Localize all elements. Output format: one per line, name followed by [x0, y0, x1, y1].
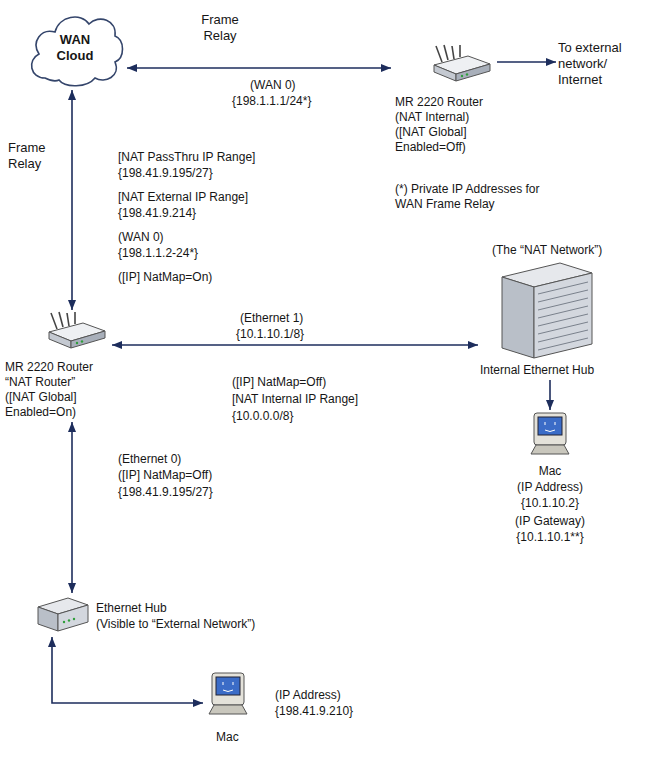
annotation-label: (WAN 0) [118, 230, 164, 245]
link-arrow [112, 344, 478, 346]
mac-computer: (IP Address){198.41.9.210} Mac [205, 672, 354, 745]
annotation-label: {198.41.9.214} [118, 206, 196, 221]
node-text: MR 2220 Router [395, 95, 483, 110]
node-text: Ethernet Hub [96, 601, 167, 616]
node-text: (Visible to “External Network”) [96, 617, 255, 632]
annotation-label: {198.1.1.1/24*} [232, 94, 311, 109]
annotation-label: {10.0.0.0/8} [232, 409, 293, 424]
cloud-outline [32, 17, 123, 86]
wan-cloud: WAN Cloud [25, 8, 125, 88]
node-text: Mac [216, 730, 239, 745]
node-text: “NAT Router” [5, 375, 75, 390]
node-text: (IP Address) [505, 480, 595, 495]
node-text: (IP Address) [275, 688, 341, 703]
mac-icon [209, 673, 247, 714]
annotation-label: {198.41.9.195/27} [118, 166, 213, 181]
annotation-label: (Ethernet 1) [240, 311, 303, 326]
link-arrow [497, 61, 556, 63]
annotation-label: [NAT External IP Range] [118, 190, 248, 205]
internal-hub: (The “NAT Network”) Internal Ethernet Hub [480, 243, 603, 378]
node-text: MR 2220 Router [5, 360, 93, 375]
link-arrow [71, 90, 73, 310]
annotation-label: ([IP] NatMap=Off) [232, 375, 326, 390]
node-text: Mac [505, 464, 595, 479]
node-text: To external network/ Internet [558, 40, 640, 88]
link-arrow [549, 380, 551, 410]
mac-computer: Mac(IP Address){10.1.10.2} (IP Gateway){1… [505, 412, 595, 545]
edge-label: Frame Relay [8, 140, 63, 172]
node-text: WAN Cloud [43, 32, 107, 64]
ethernet-hub: Ethernet Hub(Visible to “External Networ… [38, 595, 256, 635]
annotation-label: [NAT Internal IP Range] [232, 392, 358, 407]
node-text: (IP Gateway) [505, 514, 595, 529]
node-text: (The “NAT Network”) [492, 243, 602, 258]
server-rack-icon [502, 263, 592, 358]
annotation-label: {198.1.1.2-24*} [118, 246, 198, 261]
annotation-label: {10.1.10.1/8} [236, 327, 304, 342]
annotation-label: ([IP] NatMap=On) [118, 270, 212, 285]
edge-label: Frame Relay [190, 12, 250, 44]
router-node: MR 2220 Router“NAT Router”([NAT Global] … [5, 312, 110, 420]
annotation-label: (WAN 0) [250, 78, 296, 93]
mac-icon [531, 413, 569, 454]
annotation-label: ([IP] NatMap=Off) [118, 468, 212, 483]
node-text: (NAT Internal) [395, 110, 469, 125]
annotation-label: (*) Private IP Addresses for WAN Frame R… [395, 182, 540, 212]
link-arrow [127, 67, 391, 69]
node-text: Internal Ethernet Hub [480, 363, 594, 378]
annotation-label: [NAT PassThru IP Range] [118, 150, 255, 165]
node-text: ([NAT Global] Enabled=On) [5, 390, 105, 420]
link-arrow [71, 422, 73, 593]
hub-icon [38, 598, 88, 631]
node-text: {10.1.10.1**} [505, 530, 595, 545]
router-icon [434, 45, 490, 81]
node-text: {10.1.10.2} [505, 496, 595, 511]
annotation-label: (Ethernet 0) [118, 452, 181, 467]
link-arrow [52, 637, 203, 703]
node-text: ([NAT Global] Enabled=Off) [395, 125, 495, 155]
router-icon [49, 312, 105, 348]
router-node: MR 2220 Router(NAT Internal)([NAT Global… [393, 45, 495, 155]
external-network: To external network/ Internet [558, 40, 640, 88]
annotation-label: {198.41.9.195/27} [118, 485, 213, 500]
node-text: {198.41.9.210} [275, 704, 353, 719]
